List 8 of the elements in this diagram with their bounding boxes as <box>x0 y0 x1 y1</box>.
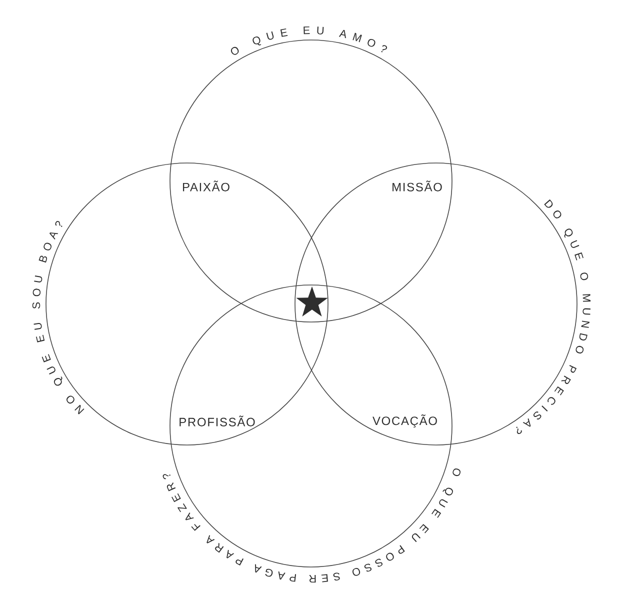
curved-heading: O QUE EU AMO? <box>230 26 388 55</box>
region-label: PROFISSÃO <box>180 416 255 426</box>
region-label: PAIXÃO <box>183 180 230 192</box>
region-label: VOCAÇÃO <box>372 414 437 428</box>
curved-heading: DO QUE O MUNDO PRECISA? <box>516 199 591 434</box>
curved-heading: NO QUE EU SOU BOA? <box>32 220 84 414</box>
curved-heading: O QUE EU POSSO SER PAGA PARA FAZER? <box>162 468 460 583</box>
region-label: MISSÃO <box>392 180 442 192</box>
